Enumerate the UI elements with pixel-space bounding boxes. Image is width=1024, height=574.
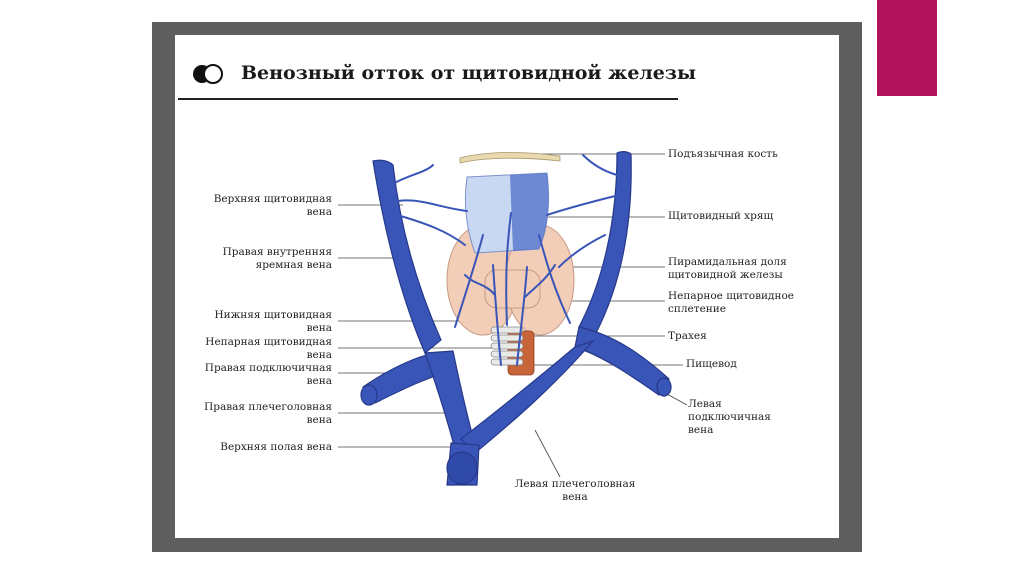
larynx bbox=[459, 152, 561, 254]
right-subclavian-stump bbox=[360, 384, 378, 406]
left-subclavian-vein bbox=[574, 326, 670, 396]
left-internal-jugular-vein bbox=[578, 151, 632, 336]
label-thyroid-cartilage: Щитовидный хрящ bbox=[668, 210, 774, 222]
thyroid-cartilage-shade bbox=[510, 173, 549, 251]
vein-branches bbox=[388, 154, 620, 366]
label-trachea: Трахея bbox=[668, 330, 707, 342]
leader-left-brachiocephalic bbox=[534, 429, 561, 478]
superior-vena-cava-cut bbox=[446, 451, 478, 485]
thyroid-gland bbox=[446, 224, 575, 336]
slide-title: Венозный отток от щитовидной железы bbox=[241, 62, 697, 84]
left-subclavian-stump bbox=[656, 377, 672, 397]
label-esophagus: Пищевод bbox=[686, 358, 737, 370]
veins bbox=[360, 151, 672, 486]
accent-bar bbox=[877, 0, 937, 96]
label-superior-vena-cava: Верхняя полая вена bbox=[220, 441, 332, 453]
hyoid-bone-shape bbox=[459, 152, 561, 164]
right-internal-jugular-vein bbox=[372, 159, 442, 354]
leader-left-subclavian bbox=[664, 392, 688, 406]
title-divider bbox=[178, 98, 678, 100]
thyroid-venous-diagram bbox=[338, 151, 688, 486]
title-bullet-icon bbox=[193, 64, 223, 84]
label-hyoid-bone: Подъязычная кость bbox=[668, 148, 778, 160]
trachea-esophagus bbox=[490, 326, 535, 376]
